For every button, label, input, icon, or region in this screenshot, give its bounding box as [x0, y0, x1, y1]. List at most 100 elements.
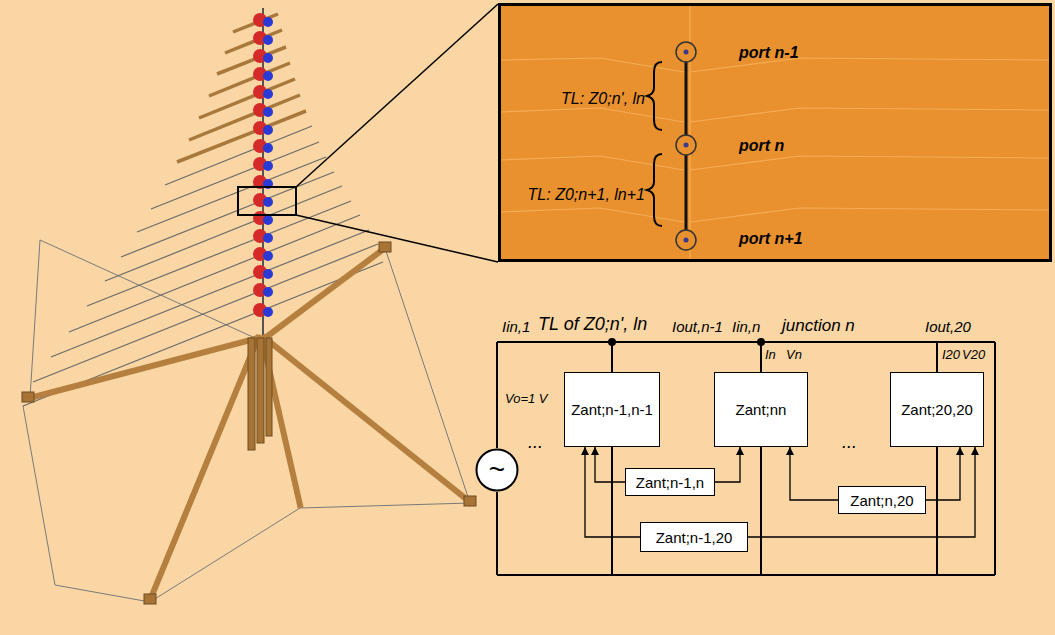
port-sphere	[263, 307, 273, 317]
impedance-label: Zant;n-1,20	[656, 529, 733, 546]
dipole-element	[137, 157, 326, 232]
tripod-leg	[150, 338, 258, 600]
port-sphere	[263, 17, 273, 27]
port-marker	[676, 135, 696, 155]
tripod-leg	[30, 248, 470, 600]
mutual-impedance-box: Zant;n-1,n	[625, 468, 715, 496]
element-outline	[500, 108, 684, 122]
ellipsis: ...	[842, 432, 857, 453]
voltage-source: ~	[475, 448, 519, 492]
source-circle	[477, 450, 518, 491]
mast	[266, 338, 272, 436]
port-sphere	[263, 269, 273, 279]
support-wire	[150, 508, 300, 602]
port-marker	[676, 230, 696, 250]
circuit-wire	[497, 574, 995, 576]
port-sphere	[263, 35, 273, 45]
dipole-element	[165, 126, 312, 185]
coupling-arrow	[790, 447, 838, 500]
port-label: TL: Z0;n+1, ln+1	[528, 186, 645, 204]
junction-dot	[608, 338, 616, 346]
current-label: Iin,n	[732, 318, 760, 335]
current-label: In	[765, 348, 776, 363]
brace	[647, 62, 662, 226]
circuit-wire	[760, 447, 762, 575]
mast	[248, 338, 255, 450]
element-outline	[690, 208, 1050, 222]
brace	[647, 154, 662, 226]
circuit-wire	[496, 492, 498, 575]
port-sphere	[253, 13, 273, 317]
port-sphere	[263, 71, 273, 81]
support-wire	[23, 240, 470, 602]
source-symbol: ~	[489, 456, 505, 484]
inset-panel: port n-1TL: Z0;n', lnport nTL: Z0;n+1, l…	[498, 3, 1052, 262]
port-sphere	[263, 197, 273, 207]
port-sphere	[263, 233, 273, 243]
impedance-label: Zant;nn	[736, 401, 787, 418]
port-sphere	[263, 107, 273, 117]
coupling-arrow	[926, 447, 960, 500]
junction-dot	[608, 338, 765, 346]
port-sphere	[263, 53, 273, 63]
mast	[22, 392, 34, 402]
element-outline	[690, 156, 1050, 170]
support-wire	[55, 585, 150, 602]
port-marker	[684, 50, 689, 55]
inset-illustration	[498, 3, 1052, 262]
element-outline	[500, 208, 684, 222]
tripod-leg	[265, 338, 470, 502]
line-label: TL of Z0;n', ln	[538, 314, 647, 335]
dipole-element	[69, 215, 360, 332]
coupling-arrow	[715, 447, 740, 482]
source-label: Vo=1 V	[505, 392, 548, 407]
circuit-wire	[760, 342, 762, 372]
impedance-box: Zant;nn	[714, 372, 808, 447]
tripod-leg	[30, 338, 258, 398]
circuit-wire	[936, 342, 938, 372]
support-wire	[300, 503, 470, 508]
dipole-element	[23, 126, 383, 406]
dipole-rod	[177, 14, 306, 162]
port-sphere	[263, 125, 273, 135]
current-label: Iin,1	[502, 318, 530, 335]
port-sphere	[263, 161, 273, 171]
dipole-rod	[199, 79, 295, 118]
coupling-arrow	[595, 447, 625, 482]
circuit-wire	[497, 342, 995, 575]
dipole-rod	[209, 63, 290, 96]
mast	[144, 594, 156, 604]
impedance-label: Zant;20,20	[901, 401, 973, 418]
support-wire	[30, 240, 40, 398]
port-label: port n+1	[739, 230, 803, 248]
junction-label: junction n	[782, 316, 855, 336]
port-label: port n	[739, 137, 784, 155]
dipole-element	[33, 244, 378, 382]
circuit-wire	[994, 342, 996, 575]
mast	[379, 242, 391, 252]
antenna-illustration	[22, 4, 498, 604]
current-label: Iout,20	[925, 318, 971, 335]
port-marker	[676, 42, 696, 250]
circuit-wire	[611, 447, 613, 575]
element-outline	[500, 156, 684, 170]
coupling-arrow	[748, 447, 975, 537]
brace	[647, 62, 662, 130]
dipole-rod	[177, 111, 306, 162]
impedance-box: Zant;n-1,n-1	[564, 372, 660, 447]
mast	[464, 496, 476, 506]
port-label: port n-1	[739, 44, 799, 62]
mutual-impedance-box: Zant;n-1,20	[640, 522, 748, 552]
port-sphere	[263, 89, 273, 99]
circuit-wire	[496, 342, 498, 448]
dipole-element	[23, 262, 383, 406]
element-outline	[690, 108, 1050, 122]
ellipsis: ...	[528, 432, 543, 453]
inset-ground	[498, 3, 1052, 262]
zoom-box	[238, 187, 296, 215]
tripod-leg	[265, 248, 385, 338]
